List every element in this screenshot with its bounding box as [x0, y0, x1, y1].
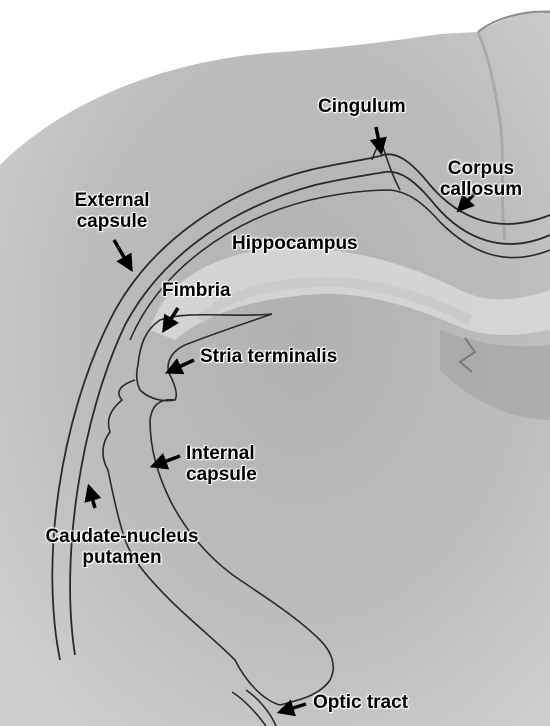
external-capsule-label-line2: capsule	[62, 211, 162, 232]
optic-tract-label: Optic tract	[313, 692, 408, 713]
caudate-putamen-label: Caudate-nucleus putamen	[22, 526, 222, 568]
stria-terminalis-label: Stria terminalis	[200, 346, 337, 367]
hippocampus-label: Hippocampus	[232, 233, 358, 254]
external-capsule-label: External capsule	[62, 190, 162, 232]
caudate-putamen-label-line1: Caudate-nucleus	[22, 526, 222, 547]
corpus-callosum-label-line1: Corpus	[436, 158, 526, 179]
internal-capsule-label: Internal capsule	[186, 443, 257, 485]
corpus-callosum-label: Corpus callosum	[436, 158, 526, 200]
cingulum-label: Cingulum	[318, 96, 406, 117]
fimbria-label: Fimbria	[162, 280, 231, 301]
corpus-callosum-label-line2: callosum	[436, 179, 526, 200]
internal-capsule-label-line1: Internal	[186, 443, 257, 464]
external-capsule-label-line1: External	[62, 190, 162, 211]
internal-capsule-label-line2: capsule	[186, 464, 257, 485]
caudate-putamen-label-line2: putamen	[22, 547, 222, 568]
